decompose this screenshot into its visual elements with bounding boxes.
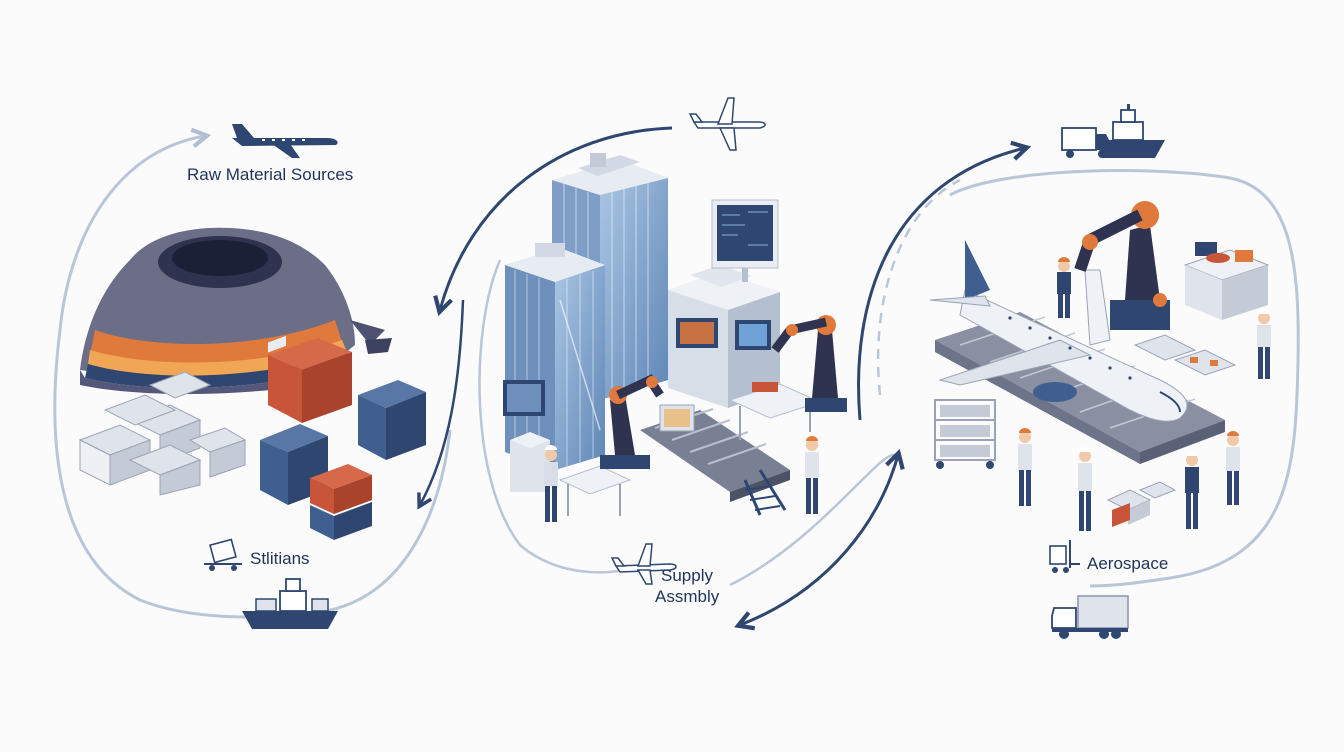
airplane-icon [688, 97, 766, 151]
assembly-label: Assmbly [655, 587, 720, 606]
robot-arm-icon [1074, 201, 1170, 330]
worker-icon [805, 436, 819, 514]
factory-building [668, 265, 780, 408]
parts-cart [934, 399, 996, 469]
supply-label: Supply [661, 566, 713, 585]
ship-icon [242, 578, 338, 629]
worker-icon [1078, 447, 1092, 531]
worker-icon [1185, 451, 1199, 529]
ship-icon [1095, 104, 1165, 158]
logistics-label: Stlitians [250, 549, 310, 568]
raw-material-label: Raw Material Sources [187, 165, 354, 184]
worker-icon [1226, 431, 1240, 505]
worker-icon [1257, 309, 1271, 379]
clipboard-cart-icon [204, 538, 242, 571]
worker-icon [544, 445, 558, 522]
metal-ingots [78, 371, 247, 496]
robot-arm-icon [600, 374, 664, 469]
airplane-icon [232, 124, 338, 158]
shipping-containers [260, 335, 426, 540]
parts-trays [1133, 334, 1237, 376]
forklift-icon [1049, 540, 1080, 573]
worker-icon [1057, 257, 1071, 318]
parts-boxes [1106, 481, 1177, 527]
wall-display [503, 380, 550, 492]
truck-icon [1051, 595, 1129, 639]
worker-icon [1018, 428, 1032, 506]
airplane-icon [610, 543, 677, 585]
tool-cabinet [1183, 242, 1270, 320]
office-towers [505, 153, 668, 470]
aerospace-label: Aerospace [1087, 554, 1169, 573]
assembly-platform [935, 312, 1225, 464]
airplane-icon [929, 240, 1188, 422]
flow-loops [53, 126, 1300, 625]
monitor-screen [711, 199, 779, 282]
robot-arm-icon [771, 315, 847, 412]
work-tables [558, 382, 822, 516]
